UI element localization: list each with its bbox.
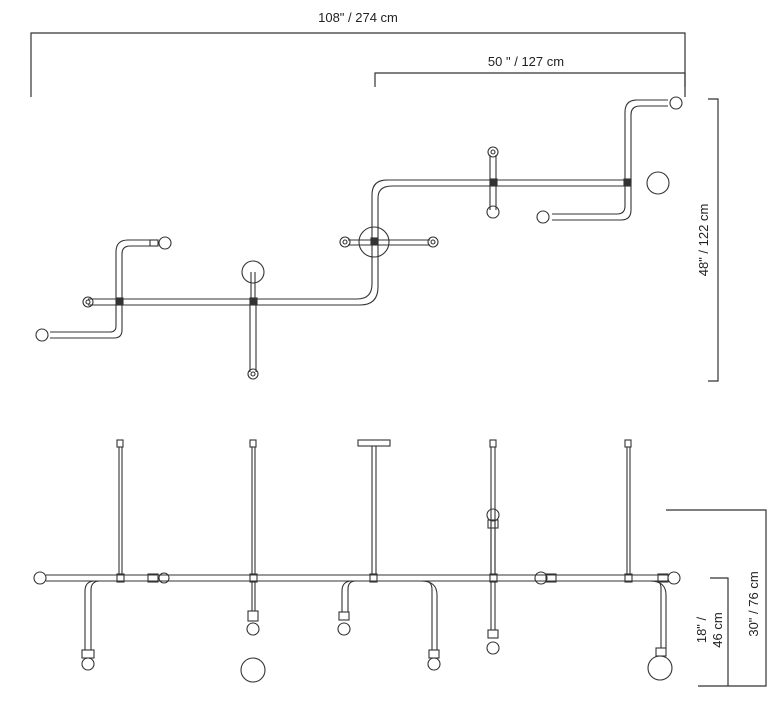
plan-bulb [536, 210, 550, 224]
elevation-globe-bulb [647, 655, 673, 681]
elevation-socket [487, 519, 499, 529]
elevation-bulb [427, 657, 441, 671]
plan-left-arm [50, 239, 156, 339]
ceiling-mount [116, 439, 124, 448]
elevation-bulb [337, 622, 351, 636]
plan-bulb [669, 96, 683, 110]
elevation-drops [84, 520, 667, 650]
elevation-joint [369, 573, 378, 583]
ceiling-mount [249, 439, 257, 448]
plan-end-cap [85, 299, 91, 305]
plan-stub-lower [249, 272, 257, 372]
plan-canopy [358, 226, 390, 258]
elevation-socket [147, 573, 159, 583]
elevation-bulb [158, 572, 170, 584]
plan-joint [370, 237, 379, 246]
pendant-drop-label-line2: 46 cm [710, 612, 725, 647]
suspension-rods [118, 446, 631, 575]
elevation-bulb [667, 571, 681, 585]
elevation-bulb [486, 641, 500, 655]
elevation-view [33, 439, 681, 683]
elevation-bulb [81, 657, 95, 671]
plan-height-bracket [708, 98, 719, 382]
elevation-joint [489, 573, 498, 583]
pendant-drop-label-line1: 18" / [694, 616, 709, 643]
elevation-joint [624, 573, 633, 583]
elevation-bulb [486, 508, 500, 522]
elevation-joint [116, 573, 125, 583]
plan-canopy [241, 260, 265, 284]
plan-joint [623, 178, 632, 187]
elevation-joint [249, 573, 258, 583]
plan-bulb [486, 205, 500, 219]
plan-right-arm [552, 99, 668, 221]
partial-width-label: 50 " / 127 cm [488, 54, 564, 69]
elevation-socket [428, 649, 440, 659]
elevation-socket [338, 611, 350, 621]
plan-end-cap [490, 149, 496, 155]
plan-bulb [35, 328, 49, 342]
plan-height-label: 48" / 122 cm [696, 204, 711, 277]
plan-canopy [646, 171, 670, 195]
plan-end-cap [82, 296, 94, 308]
drop-height-label: 30" / 76 cm [746, 571, 761, 636]
partial-width-bracket [374, 72, 686, 87]
dimension-lines [30, 32, 767, 687]
ceiling-mount [624, 439, 632, 448]
plan-end-cap [247, 368, 259, 380]
ceiling-canopy [357, 439, 391, 447]
overall-width-bracket [30, 32, 686, 97]
plan-joint [489, 178, 498, 187]
overall-width-label: 108" / 274 cm [318, 10, 398, 25]
elevation-socket [81, 649, 95, 659]
plan-end-cap [250, 371, 256, 377]
plan-end-cap [342, 239, 348, 245]
elevation-socket [487, 629, 499, 639]
plan-joint [249, 297, 258, 306]
plan-main-tube [88, 179, 628, 306]
plan-end-cap [427, 236, 439, 248]
plan-bulb-socket [149, 239, 159, 247]
plan-end-cap [430, 239, 436, 245]
elevation-socket [247, 610, 259, 622]
elevation-bulb [33, 571, 47, 585]
plan-view [35, 96, 683, 380]
elevation-socket [545, 573, 557, 583]
plan-end-cap [487, 146, 499, 158]
elevation-globe-bulb [240, 657, 266, 683]
elevation-main-tube [46, 574, 668, 582]
plan-bulb [158, 236, 172, 250]
elevation-bulb [534, 571, 548, 585]
ceiling-mount [489, 439, 497, 448]
elevation-bulb [246, 622, 260, 636]
pendant-drop-bracket [710, 577, 729, 686]
elevation-socket [655, 647, 667, 657]
plan-end-cap [339, 236, 351, 248]
drop-height-bracket [666, 509, 767, 687]
plan-joint [115, 297, 124, 306]
